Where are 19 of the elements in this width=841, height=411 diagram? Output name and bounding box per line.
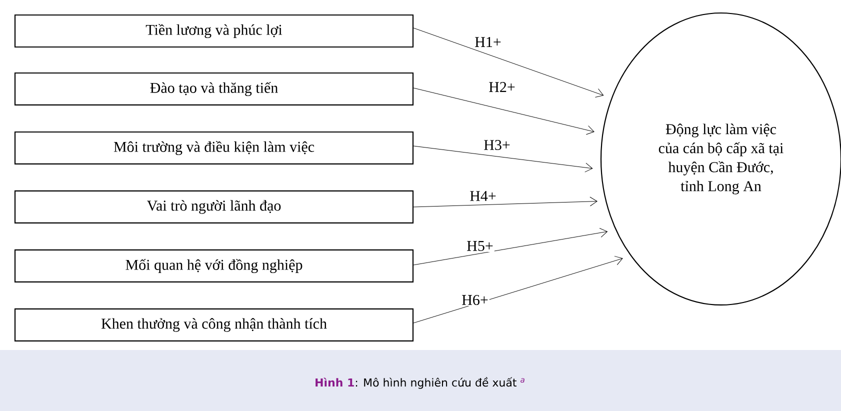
factor-box: Đào tạo và thăng tiến (14, 72, 414, 106)
edge-label: H5+ (466, 240, 494, 252)
edge-label: H4+ (468, 190, 498, 202)
figure-caption: Hình 1: Mô hình nghiên cứu đề xuất $^{a}$ (316, 377, 524, 389)
factor-box: Vai trò người lãnh đạo (14, 190, 414, 224)
arrow (413, 28, 604, 98)
arrow (413, 256, 623, 324)
arrow (413, 196, 598, 208)
arrow (413, 88, 594, 135)
factor-box: Khen thưởng và công nhận thành tích (14, 308, 414, 342)
edge-label: H3+ (482, 138, 512, 152)
edge-label: H6+ (460, 294, 490, 306)
factor-box: Môi trường và điều kiện làm việc (14, 131, 414, 165)
edge-label: H1+ (474, 36, 502, 48)
factor-box: Tiền lương và phúc lợi (14, 14, 414, 48)
factor-box: Mối quan hệ với đồng nghiệp (14, 249, 414, 283)
edge-label: H2+ (488, 81, 516, 93)
arrow (413, 146, 593, 172)
arrow (413, 228, 608, 266)
